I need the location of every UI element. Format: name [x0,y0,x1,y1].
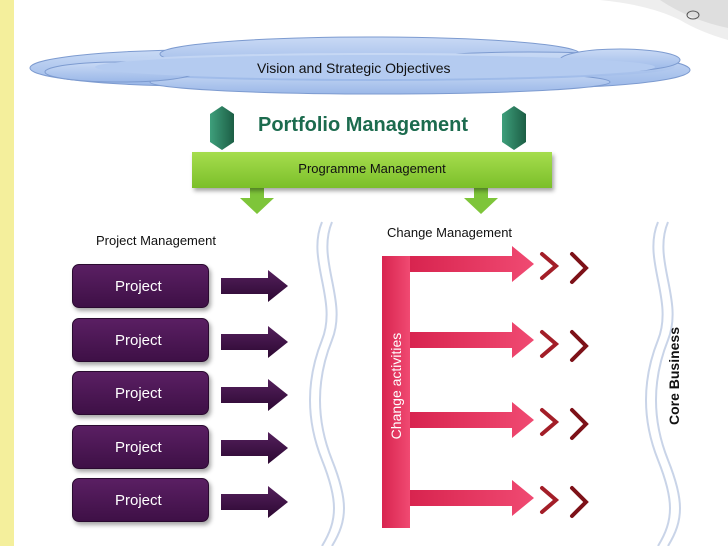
right-down-arrow-icon [464,188,498,214]
vision-label: Vision and Strategic Objectives [257,60,451,76]
core-business-label: Core Business [666,326,682,426]
chevron-icon [570,252,589,284]
project-label: Project [115,385,162,402]
project-label: Project [115,278,162,295]
project-box: Project [72,425,209,469]
chevron-icons [540,252,589,518]
project-arrow [221,326,288,358]
project-label: Project [115,332,162,349]
project-arrow [221,379,288,411]
project-label: Project [115,492,162,509]
project-label: Project [115,439,162,456]
programme-bar: Programme Management [192,152,552,188]
wavy-divider-lines [309,221,681,546]
project-arrow [221,486,288,518]
project-box: Project [72,478,209,522]
chevron-icon [540,408,560,436]
change-activities-shape [382,246,534,528]
project-management-label: Project Management [96,233,216,248]
portfolio-title: Portfolio Management [258,114,469,136]
side-color-band [0,0,14,546]
chevron-icon [540,330,560,358]
chevron-icon [540,486,560,514]
project-arrows [221,270,288,518]
project-arrow [221,270,288,302]
left-gem-icon [210,106,234,150]
project-box: Project [72,318,209,362]
project-box: Project [72,264,209,308]
change-management-label: Change Management [387,225,513,240]
chevron-icon [570,330,589,362]
left-down-arrow-icon [240,188,274,214]
change-activities-label: Change activities [388,332,404,440]
chevron-icon [540,252,560,280]
programme-label: Programme Management [298,161,446,176]
chevron-icon [570,486,589,518]
project-box: Project [72,371,209,415]
chevron-icon [570,408,589,440]
project-arrow [221,432,288,464]
right-gem-icon [502,106,526,150]
vision-cloud [29,36,691,95]
page-curl-decoration [600,0,728,40]
